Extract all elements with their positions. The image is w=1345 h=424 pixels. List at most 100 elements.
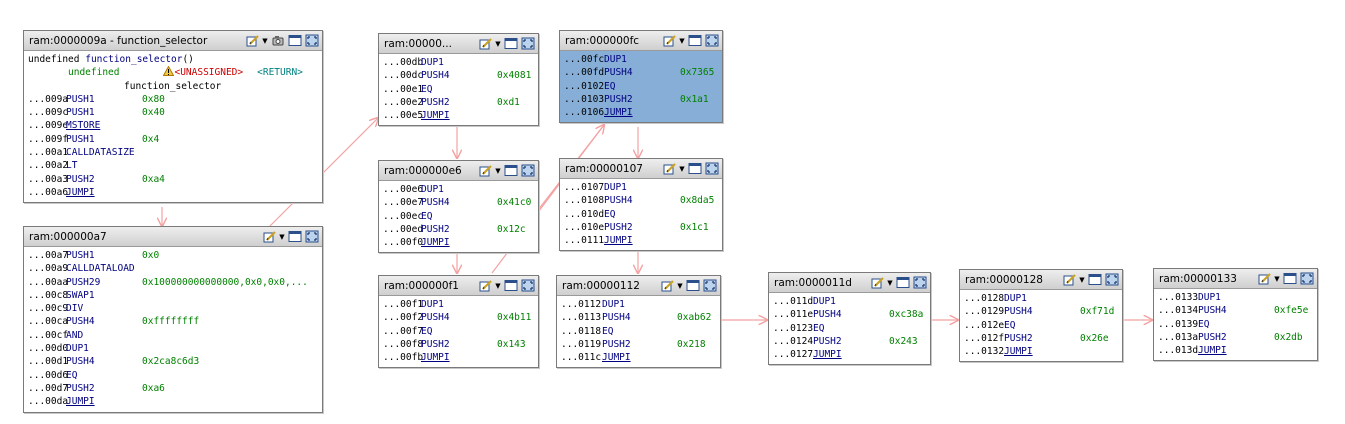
instruction-operand[interactable]: 0x7365	[680, 67, 715, 79]
dropdown-arrow-icon[interactable]: ▼	[495, 166, 501, 175]
dropdown-arrow-icon[interactable]: ▼	[1079, 275, 1085, 284]
instruction-operand[interactable]: 0xab62	[677, 312, 712, 324]
maximize-icon[interactable]	[304, 34, 319, 48]
edit-icon[interactable]	[478, 279, 493, 293]
instruction-operand[interactable]: 0xa6	[142, 382, 165, 394]
block-titlebar[interactable]: ram:000000a7▼	[24, 227, 322, 247]
instruction-operand[interactable]: 0x40	[142, 107, 165, 119]
instruction-mnemonic[interactable]: JUMPI	[66, 186, 95, 198]
instruction-mnemonic[interactable]: AND	[66, 329, 84, 341]
instruction-mnemonic[interactable]: DUP1	[421, 184, 444, 195]
instruction-mnemonic[interactable]: DUP1	[1198, 292, 1221, 303]
dropdown-arrow-icon[interactable]: ▼	[279, 232, 285, 241]
instruction-operand[interactable]: 0xffffffff	[142, 316, 200, 328]
maximize-icon[interactable]	[704, 34, 719, 48]
instruction-operand[interactable]: 0x41c0	[497, 197, 532, 209]
instruction-mnemonic[interactable]: PUSH4	[1004, 306, 1033, 318]
instruction-mnemonic[interactable]: PUSH1	[66, 107, 95, 119]
instruction-operand[interactable]: 0x100000000000000,0x0,0x0,...	[142, 276, 308, 288]
block-titlebar[interactable]: ram:00000133▼	[1154, 269, 1317, 289]
window-icon[interactable]	[287, 34, 302, 48]
instruction-mnemonic[interactable]: PUSH4	[66, 356, 95, 368]
instruction-mnemonic[interactable]: PUSH1	[66, 133, 95, 145]
instruction-operand[interactable]: 0x1a1	[680, 93, 709, 105]
edit-icon[interactable]	[1257, 272, 1272, 286]
dropdown-arrow-icon[interactable]: ▼	[679, 164, 685, 173]
instruction-mnemonic[interactable]: DUP1	[66, 343, 89, 355]
instruction-mnemonic[interactable]: CALLDATASIZE	[66, 147, 135, 159]
instruction-operand[interactable]: 0xc38a	[889, 309, 924, 321]
dropdown-arrow-icon[interactable]: ▼	[887, 278, 893, 287]
block-titlebar[interactable]: ram:00000112▼	[557, 276, 720, 296]
edit-icon[interactable]	[662, 34, 677, 48]
instruction-mnemonic[interactable]: PUSH2	[602, 338, 631, 350]
instruction-operand[interactable]: 0x218	[677, 338, 706, 350]
block-titlebar[interactable]: ram:00000128▼	[960, 270, 1122, 290]
instruction-operand[interactable]: 0x1c1	[680, 221, 709, 233]
edit-icon[interactable]	[662, 162, 677, 176]
instruction-mnemonic[interactable]: DUP1	[604, 54, 627, 65]
instruction-operand[interactable]: 0x26e	[1080, 332, 1109, 344]
window-icon[interactable]	[287, 230, 302, 244]
code-block[interactable]: ram:0000009a - function_selector▼undefin…	[23, 30, 323, 204]
instruction-mnemonic[interactable]: DUP1	[421, 299, 444, 310]
dropdown-arrow-icon[interactable]: ▼	[495, 39, 501, 48]
instruction-mnemonic[interactable]: EQ	[1198, 318, 1210, 330]
instruction-mnemonic[interactable]: MSTORE	[66, 120, 101, 132]
instruction-mnemonic[interactable]: PUSH1	[66, 93, 95, 105]
maximize-icon[interactable]	[1104, 273, 1119, 287]
instruction-operand[interactable]: 0x143	[497, 338, 526, 350]
instruction-mnemonic[interactable]: DUP1	[602, 299, 625, 310]
instruction-mnemonic[interactable]: PUSH2	[421, 338, 450, 350]
instruction-operand[interactable]: 0x243	[889, 335, 918, 347]
window-icon[interactable]	[1282, 272, 1297, 286]
instruction-operand[interactable]: 0xd1	[497, 96, 520, 108]
maximize-icon[interactable]	[304, 230, 319, 244]
instruction-mnemonic[interactable]: EQ	[1004, 319, 1016, 331]
instruction-mnemonic[interactable]: PUSH4	[1198, 305, 1227, 317]
dropdown-arrow-icon[interactable]: ▼	[679, 36, 685, 45]
instruction-mnemonic[interactable]: PUSH2	[421, 223, 450, 235]
block-titlebar[interactable]: ram:000000fc▼	[560, 31, 722, 51]
instruction-mnemonic[interactable]: CALLDATALOAD	[66, 263, 135, 275]
block-titlebar[interactable]: ram:00000107▼	[560, 159, 722, 179]
maximize-icon[interactable]	[702, 279, 717, 293]
instruction-mnemonic[interactable]: PUSH2	[66, 173, 95, 185]
block-titlebar[interactable]: ram:000000e6▼	[379, 161, 538, 181]
instruction-mnemonic[interactable]: JUMPI	[421, 237, 450, 249]
maximize-icon[interactable]	[912, 276, 927, 290]
instruction-mnemonic[interactable]: PUSH2	[813, 335, 842, 347]
window-icon[interactable]	[503, 279, 518, 293]
instruction-mnemonic[interactable]: EQ	[421, 83, 433, 95]
maximize-icon[interactable]	[520, 37, 535, 51]
instruction-mnemonic[interactable]: PUSH29	[66, 276, 101, 288]
